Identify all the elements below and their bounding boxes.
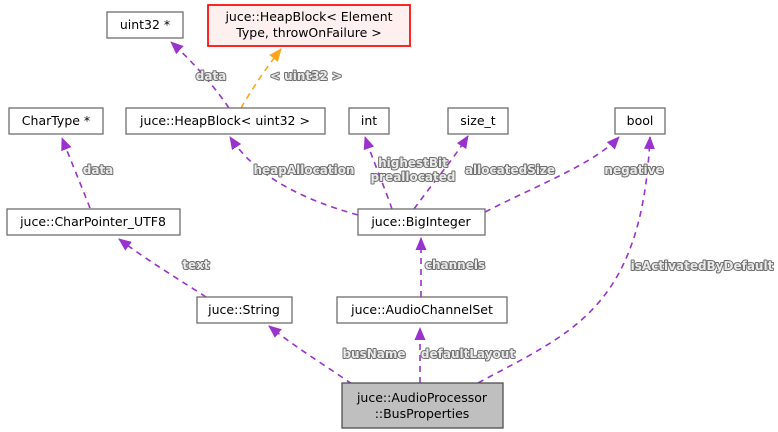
node-size-t[interactable]: size_t — [447, 107, 509, 135]
edge-text — [118, 238, 207, 298]
edge-label-data-left: data — [83, 163, 114, 177]
node-label: bool — [627, 113, 654, 128]
edge-label-is-activated-by-default: isActivatedByDefault — [631, 259, 774, 273]
edge-label-highest-bit: highestBit — [378, 156, 448, 170]
node-int[interactable]: int — [348, 107, 390, 135]
node-uint32-ptr[interactable]: uint32 * — [106, 11, 184, 39]
node-label: uint32 * — [120, 17, 170, 32]
node-label-line2: Type, throwOnFailure > — [235, 25, 382, 40]
edge-label-data-top: data — [196, 69, 227, 83]
node-label: CharType * — [22, 113, 90, 128]
node-audiochannelset[interactable]: juce::AudioChannelSet — [336, 296, 508, 324]
node-charpointer-utf8[interactable]: juce::CharPointer_UTF8 — [6, 208, 181, 236]
node-label: juce::CharPointer_UTF8 — [19, 214, 166, 229]
node-label: juce::String — [207, 302, 280, 317]
edge-label-template-instance: < uint32 > — [270, 69, 342, 83]
edge-data-heapblock-to-uint32ptr — [170, 41, 230, 109]
edge-label-bus-name: busName — [342, 347, 405, 361]
node-busproperties[interactable]: juce::AudioProcessor ::BusProperties — [341, 382, 504, 429]
edge-labels: data < uint32 > data heapAllocation high… — [82, 68, 775, 362]
node-label-line2: ::BusProperties — [375, 406, 470, 421]
node-heapblock-uint32[interactable]: juce::HeapBlock< uint32 > — [125, 107, 326, 135]
edge-label-preallocated: preallocated — [371, 170, 456, 184]
edge-bus-name — [268, 325, 353, 385]
edge-allocated-size — [413, 135, 469, 210]
edge-data-charpointer-to-chartype — [61, 137, 91, 209]
node-bool[interactable]: bool — [614, 107, 666, 135]
edge-label-heap-allocation: heapAllocation — [254, 163, 355, 177]
node-biginteger[interactable]: juce::BigInteger — [357, 208, 486, 236]
edge-label-allocated-size: allocatedSize — [465, 163, 555, 177]
node-label: juce::AudioChannelSet — [350, 302, 493, 317]
node-label-line1: juce::AudioProcessor — [356, 390, 488, 405]
node-chartype-ptr[interactable]: CharType * — [8, 107, 104, 135]
nodes: uint32 * juce::HeapBlock< Element Type, … — [6, 4, 666, 429]
node-label: juce::HeapBlock< uint32 > — [139, 113, 310, 128]
node-label: juce::BigInteger — [370, 214, 471, 229]
node-heapblock-template[interactable]: juce::HeapBlock< Element Type, throwOnFa… — [207, 4, 411, 47]
edge-label-negative: negative — [604, 163, 663, 177]
node-label: int — [361, 113, 377, 128]
edge-label-text: text — [182, 258, 210, 272]
node-string[interactable]: juce::String — [196, 296, 293, 324]
edge-label-channels: channels — [425, 258, 485, 272]
edge-label-default-layout: defaultLayout — [421, 347, 515, 361]
node-label-line1: juce::HeapBlock< Element — [224, 9, 392, 24]
edges — [61, 41, 655, 385]
edge-heap-allocation — [229, 136, 359, 216]
edge-template-instance — [240, 48, 282, 109]
edge-highest-bit — [363, 136, 393, 210]
node-label: size_t — [460, 113, 495, 128]
